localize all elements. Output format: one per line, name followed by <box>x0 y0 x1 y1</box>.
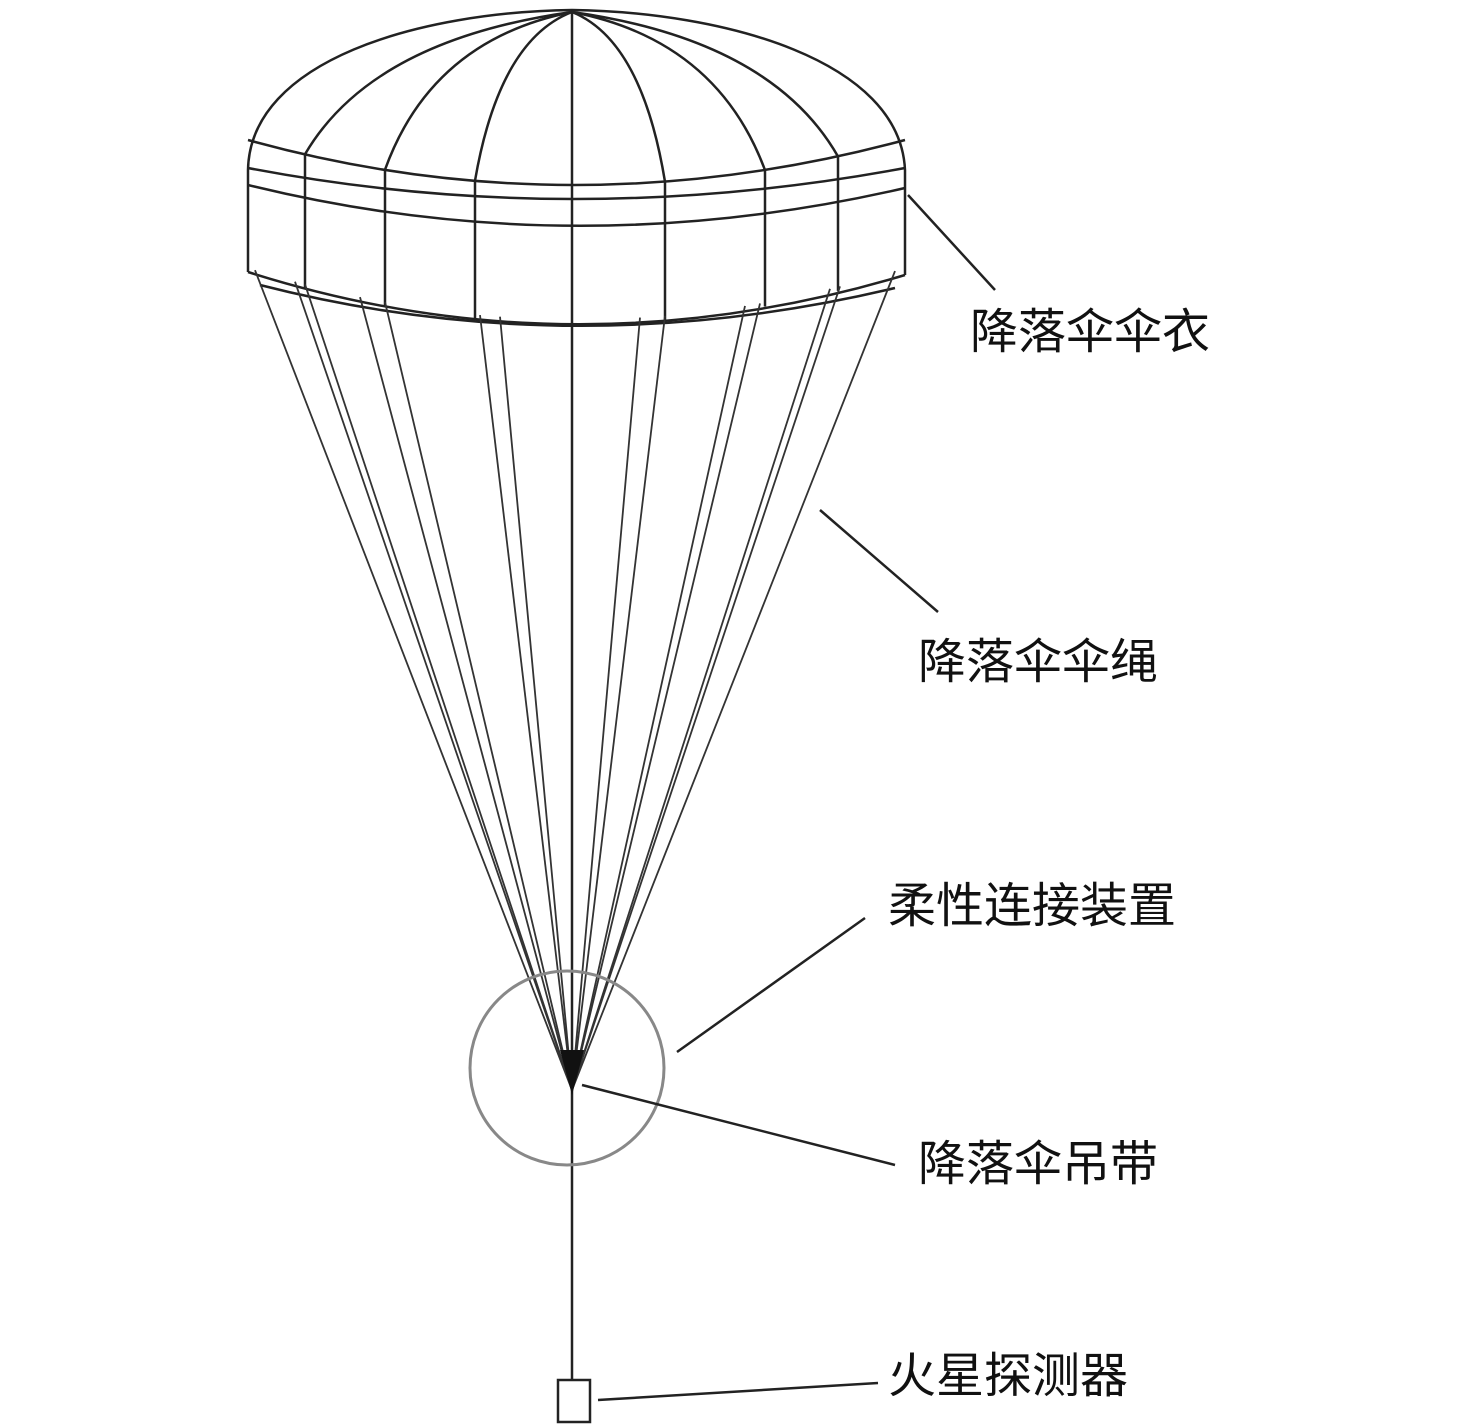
leader-lines <box>581 194 996 1402</box>
leader-riser <box>581 1083 896 1167</box>
flexible-connector-circle <box>468 969 666 1167</box>
leader-probe <box>597 1381 879 1402</box>
suspension-line <box>571 288 831 1091</box>
suspension-lines <box>254 269 896 1091</box>
canopy-gore-seam <box>571 10 840 291</box>
label-suspension-lines: 降落伞伞绳 <box>918 634 1158 690</box>
label-canopy: 降落伞伞衣 <box>970 304 1210 360</box>
suspension-line <box>304 284 573 1091</box>
suspension-line <box>571 317 641 1091</box>
suspension-line <box>571 303 761 1091</box>
canopy-gore-seam <box>383 10 573 306</box>
leader-lines-suspension <box>819 509 939 613</box>
confluence-point <box>560 1050 584 1095</box>
suspension-line <box>384 301 573 1091</box>
parachute-canopy <box>246 8 907 327</box>
leader-canopy <box>907 194 996 291</box>
canopy-gore-seam <box>571 10 767 307</box>
suspension-line <box>499 316 573 1091</box>
suspension-line <box>359 296 573 1091</box>
suspension-line <box>254 269 573 1091</box>
canopy-gore-seam <box>473 10 573 319</box>
label-probe: 火星探测器 <box>888 1348 1128 1404</box>
suspension-line <box>479 314 573 1091</box>
label-flexible-connector: 柔性连接装置 <box>888 878 1176 934</box>
suspension-line <box>294 281 573 1091</box>
suspension-line <box>571 270 896 1091</box>
suspension-line <box>571 305 746 1091</box>
label-riser: 降落伞吊带 <box>918 1136 1158 1192</box>
suspension-line <box>571 286 841 1091</box>
canopy-gore-seam <box>571 10 667 320</box>
canopy-gore-seam <box>303 10 573 289</box>
leader-connector <box>676 916 866 1054</box>
suspension-line <box>571 315 666 1091</box>
mars-probe-box <box>556 1378 592 1424</box>
